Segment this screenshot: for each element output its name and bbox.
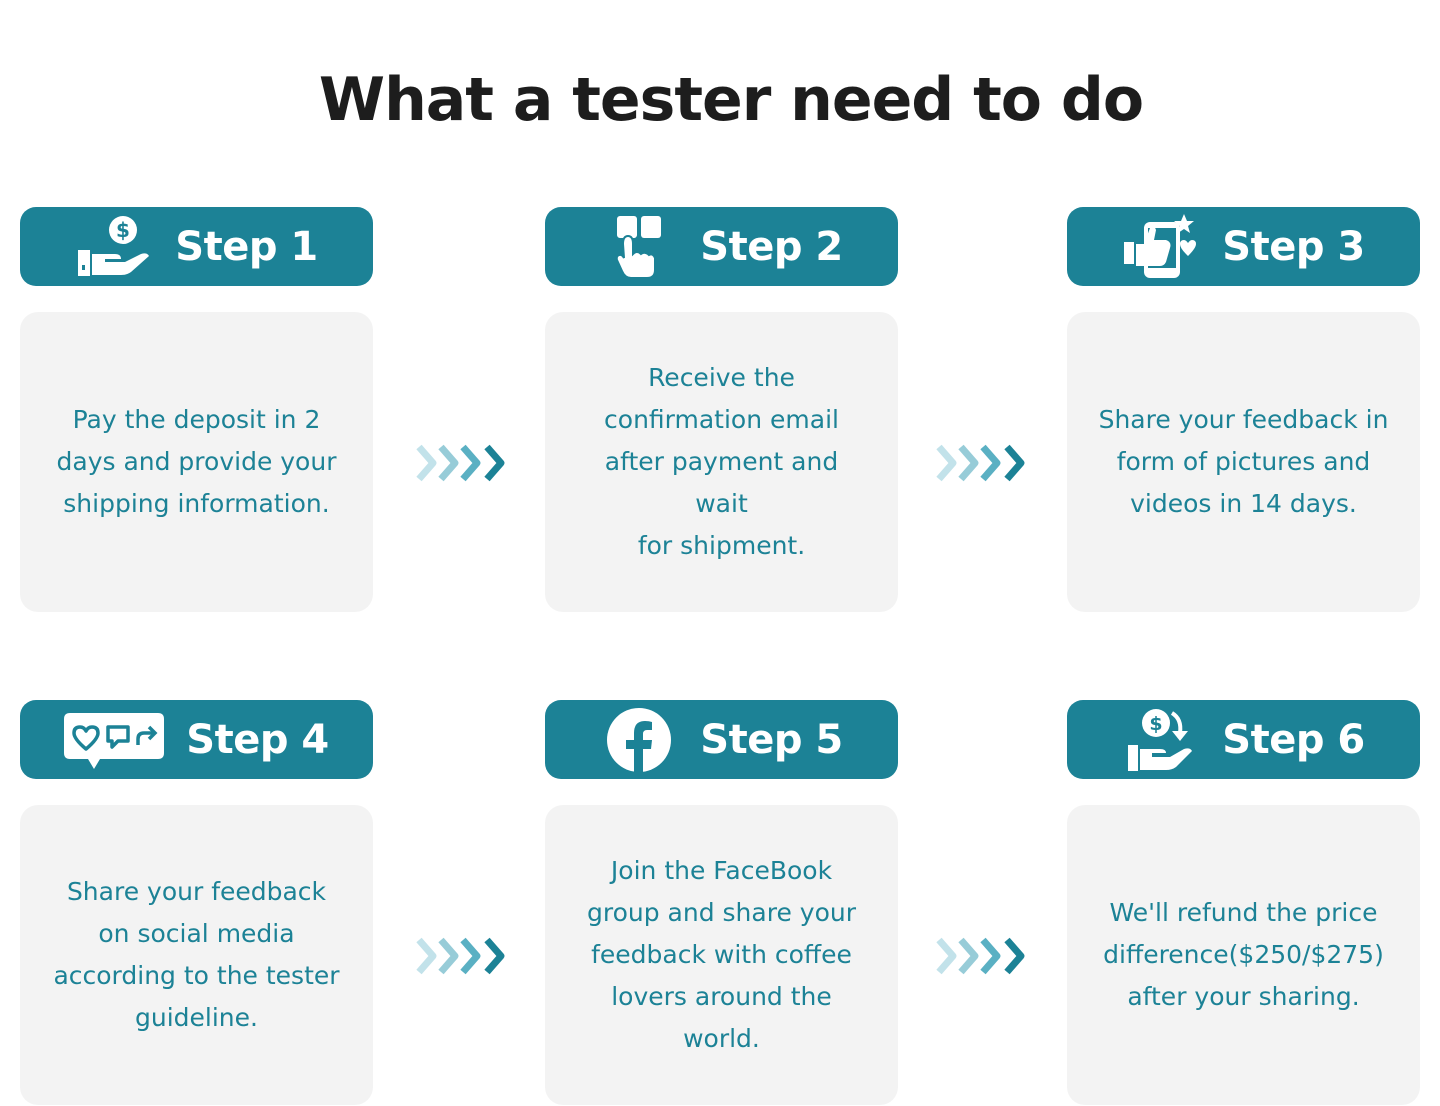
step-label: Step 6 xyxy=(1222,716,1365,763)
svg-text:$: $ xyxy=(1150,713,1163,735)
step-5-header: Step 5 xyxy=(545,700,898,779)
hand-coin-icon: $ xyxy=(75,214,153,280)
step-2-card: Receive the confirmation email after pay… xyxy=(545,312,898,612)
page-title: What a tester need to do xyxy=(318,65,1144,135)
step-2-header: Step 2 xyxy=(545,207,898,286)
phone-thumbs-up-icon xyxy=(1122,213,1200,280)
step-label: Step 3 xyxy=(1222,223,1365,270)
step-5-card: Join the FaceBook group and share your f… xyxy=(545,805,898,1105)
step-description: We'll refund the price difference($250/$… xyxy=(1103,898,1384,1011)
step-label: Step 4 xyxy=(186,716,329,763)
step-4-header: Step 4 xyxy=(20,700,373,779)
step-label: Step 5 xyxy=(700,716,843,763)
refund-hand-icon: $ xyxy=(1122,707,1200,773)
step-4-card: Share your feedback on social media acco… xyxy=(20,805,373,1105)
step-3-card: Share your feedback in form of pictures … xyxy=(1067,312,1420,612)
step-1-card: Pay the deposit in 2 days and provide yo… xyxy=(20,312,373,612)
step-description: Share your feedback on social media acco… xyxy=(53,877,340,1032)
chevrons-right-icon xyxy=(416,937,505,975)
step-label: Step 2 xyxy=(700,223,843,270)
chevrons-right-icon xyxy=(416,444,505,482)
step-label: Step 1 xyxy=(175,223,318,270)
step-3-header: Step 3 xyxy=(1067,207,1420,286)
facebook-icon xyxy=(600,707,678,773)
step-6-header: $ Step 6 xyxy=(1067,700,1420,779)
step-1-header: $ Step 1 xyxy=(20,207,373,286)
svg-text:$: $ xyxy=(116,218,130,242)
social-reactions-icon xyxy=(64,707,165,773)
chevrons-right-icon xyxy=(936,444,1025,482)
step-6-card: We'll refund the price difference($250/$… xyxy=(1067,805,1420,1105)
step-description: Join the FaceBook group and share your f… xyxy=(587,856,856,1053)
chevrons-right-icon xyxy=(936,937,1025,975)
step-description: Share your feedback in form of pictures … xyxy=(1098,405,1389,518)
step-description: Receive the confirmation email after pay… xyxy=(604,363,839,560)
step-description: Pay the deposit in 2 days and provide yo… xyxy=(56,405,337,518)
finger-tap-icon xyxy=(600,214,678,280)
